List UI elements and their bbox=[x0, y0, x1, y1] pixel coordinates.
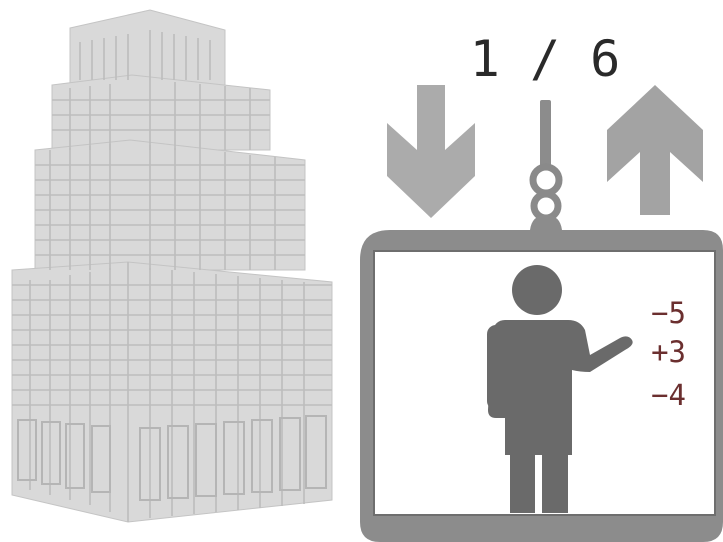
up-arrow-button[interactable] bbox=[607, 85, 703, 215]
building-windows bbox=[12, 30, 332, 522]
move-value: −5 bbox=[651, 296, 686, 330]
up-arrow-icon bbox=[607, 85, 703, 215]
down-arrow-icon bbox=[387, 85, 475, 218]
move-value: −4 bbox=[651, 378, 686, 412]
person-icon bbox=[487, 265, 633, 513]
down-arrow-button[interactable] bbox=[387, 85, 475, 218]
floor-counter: 1 / 6 bbox=[470, 30, 621, 88]
move-list: −5 +3 −4 bbox=[651, 296, 686, 412]
elevator-cable bbox=[529, 100, 563, 222]
move-value: +3 bbox=[651, 335, 686, 369]
